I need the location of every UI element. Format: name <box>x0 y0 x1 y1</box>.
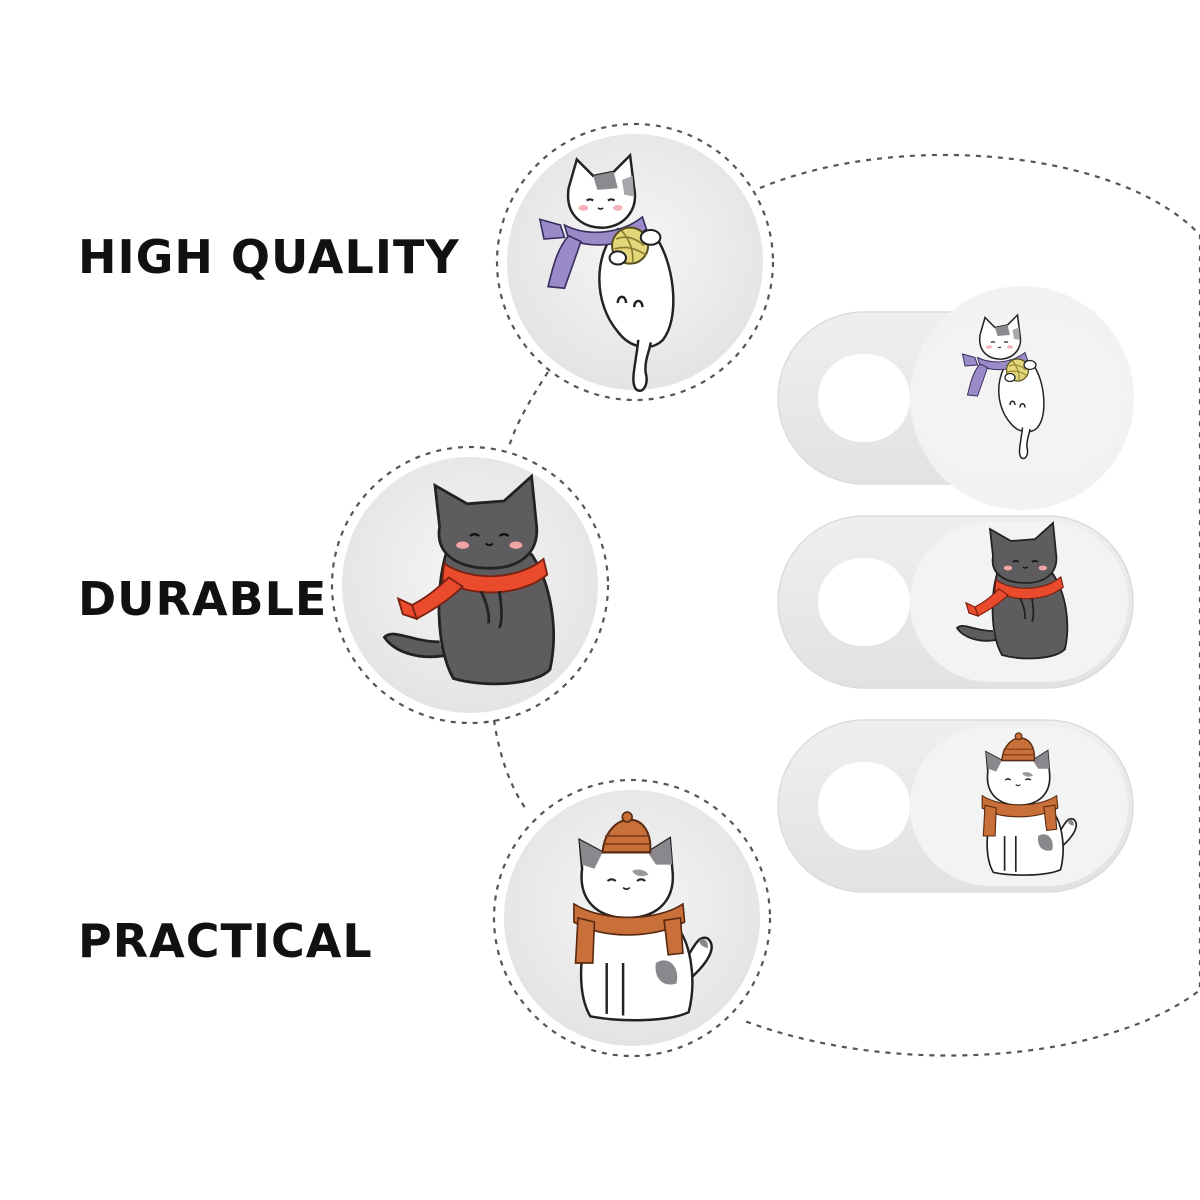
badge-durable <box>330 445 610 725</box>
webcam-cover-3 <box>777 719 1134 893</box>
feature-label-high-quality: HIGH QUALITY <box>78 230 460 284</box>
webcam-cover-2 <box>777 515 1134 689</box>
large-dotted-outline <box>741 153 1200 1057</box>
feature-label-practical: PRACTICAL <box>78 914 373 968</box>
feature-label-durable: DURABLE <box>78 572 328 626</box>
webcam-cover-1 <box>777 286 1134 510</box>
dotted-connector-2 <box>492 719 529 813</box>
badge-high-quality <box>495 122 775 402</box>
dotted-connector-1 <box>506 371 549 451</box>
badge-practical <box>492 778 772 1058</box>
